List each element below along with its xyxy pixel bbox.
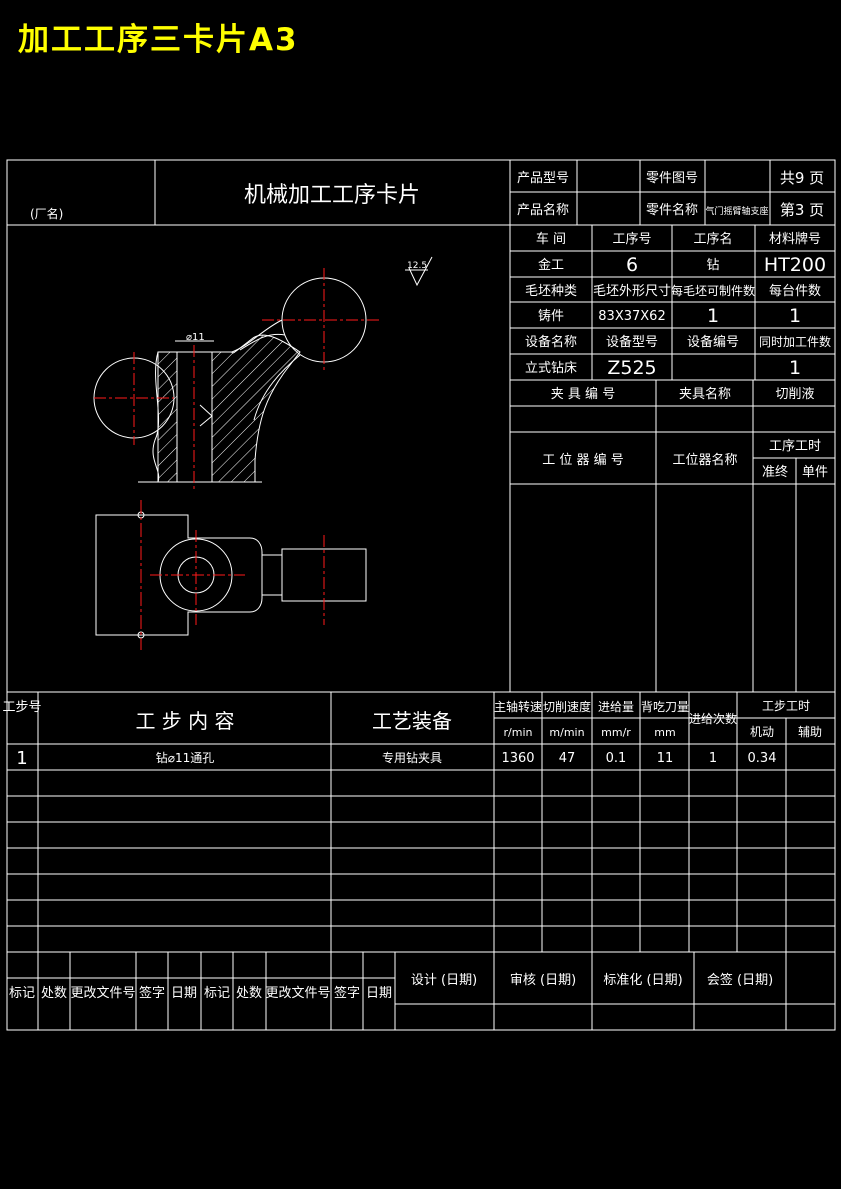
equipment-cell: 专用钻夹具 <box>382 750 442 765</box>
feed-cell: 0.1 <box>606 751 627 766</box>
equip-model-value: Z525 <box>607 357 656 379</box>
spindle-cell: 1360 <box>501 751 534 766</box>
machine-time-cell: 0.34 <box>748 751 777 766</box>
workshop-value: 金工 <box>538 257 564 273</box>
op-no-label: 工序号 <box>612 232 651 247</box>
equip-no-label: 设备编号 <box>687 334 739 350</box>
passes-cell: 1 <box>709 751 717 766</box>
blank-type-label: 毛坯种类 <box>525 284 577 299</box>
station-no-label: 工 位 器 编 号 <box>542 453 624 468</box>
op-name-value: 钻 <box>706 258 719 273</box>
product-name-label: 产品名称 <box>517 202 569 218</box>
top-view-center-lines <box>140 500 325 650</box>
op-name-label: 工序名 <box>693 231 732 247</box>
pieces-per-blank-label: 每毛坯可制件数 <box>671 283 755 298</box>
card-grid <box>6 159 836 1031</box>
station-name-label: 工位器名称 <box>672 452 737 468</box>
footer-count: 处数 <box>236 986 262 1001</box>
product-model-label: 产品型号 <box>517 171 569 186</box>
depth-cell: 11 <box>657 751 674 766</box>
fixture-name-label: 夹具名称 <box>679 386 731 402</box>
step-no-header: 工步号 <box>2 700 41 715</box>
cut-speed-unit: m/min <box>549 726 584 739</box>
material-label: 材料牌号 <box>769 231 821 247</box>
step-content-cell: 钻⌀11通孔 <box>156 750 215 765</box>
step-content-header: 工 步 内 容 <box>135 709 234 733</box>
passes-header: 进给次数 <box>689 711 737 726</box>
total-pages: 共9 页 <box>780 169 824 187</box>
material-value: HT200 <box>764 254 826 276</box>
cut-speed-cell: 47 <box>559 751 576 766</box>
aux-time-header: 辅助 <box>798 725 822 739</box>
step-no-cell: 1 <box>16 748 27 769</box>
step-time-header: 工步工时 <box>762 699 810 713</box>
machine-time-header: 机动 <box>750 725 774 739</box>
factory-name: (厂名) <box>30 206 63 221</box>
blank-size-label: 毛坯外形尺寸 <box>593 284 671 299</box>
section-center-lines <box>94 268 382 492</box>
footer-sign: 签字 <box>139 985 165 1001</box>
footer-mark: 标记 <box>204 986 230 1001</box>
equipment-header: 工艺装备 <box>372 709 452 733</box>
op-no-value: 6 <box>626 254 638 276</box>
card-title: 机械加工工序卡片 <box>244 183 420 208</box>
footer-design: 设计 (日期) <box>411 973 477 988</box>
footer-standard: 标准化 (日期) <box>603 973 682 988</box>
blank-type-value: 铸件 <box>538 308 564 324</box>
footer-change-doc: 更改文件号 <box>265 986 330 1001</box>
pieces-per-blank-value: 1 <box>707 305 719 327</box>
footer-sign: 签字 <box>334 985 360 1001</box>
depth-header: 背吃刀量 <box>641 700 689 714</box>
footer-countersign: 会签 (日期) <box>707 972 773 988</box>
op-time-label: 工序工时 <box>769 439 821 454</box>
footer-date: 日期 <box>171 986 197 1001</box>
workshop-label: 车 间 <box>536 231 566 247</box>
unit-time-label: 单件 <box>802 465 828 480</box>
part-drawing-no-label: 零件图号 <box>646 171 698 186</box>
page-number: 第3 页 <box>780 201 824 219</box>
footer-count: 处数 <box>41 986 67 1001</box>
coolant-label: 切削液 <box>775 387 814 402</box>
simul-parts-value: 1 <box>789 357 801 379</box>
cut-speed-header: 切削速度 <box>543 699 591 714</box>
spindle-speed-header: 主轴转速 <box>494 699 542 714</box>
depth-unit: mm <box>654 726 675 739</box>
feed-header: 进给量 <box>598 700 634 714</box>
equip-name-label: 设备名称 <box>525 334 577 350</box>
footer-review: 审核 (日期) <box>510 973 576 988</box>
page-title: 加工工序三卡片A3 <box>18 22 299 58</box>
diameter-dimension: ⌀11 <box>186 332 205 343</box>
equip-name-value: 立式钻床 <box>525 361 577 376</box>
part-name-value: 气门摇臂轴支座 <box>705 205 768 217</box>
pieces-per-unit-label: 每台件数 <box>769 283 821 299</box>
blank-size-value: 83X37X62 <box>598 309 665 324</box>
roughness-symbol: 12.5 <box>407 261 427 271</box>
footer-date: 日期 <box>366 986 392 1001</box>
table-row: 1 钻⌀11通孔 专用钻夹具 1360 47 0.1 11 1 0.34 <box>16 748 776 769</box>
footer-block: 标记 处数 更改文件号 签字 日期 标记 处数 更改文件号 签字 日期 设计 (… <box>9 972 773 1001</box>
footer-mark: 标记 <box>9 986 35 1001</box>
fixture-no-label: 夹 具 编 号 <box>551 387 615 402</box>
footer-change-doc: 更改文件号 <box>70 986 135 1001</box>
section-view <box>93 256 433 483</box>
spindle-speed-unit: r/min <box>504 726 533 739</box>
part-drawing: ⌀11 12.5 <box>93 256 433 650</box>
prep-time-label: 准终 <box>762 464 788 480</box>
equip-model-label: 设备型号 <box>606 334 658 350</box>
feed-unit: mm/r <box>601 726 631 739</box>
simul-parts-label: 同时加工件数 <box>759 334 831 349</box>
part-name-label: 零件名称 <box>646 202 698 218</box>
pieces-per-unit-value: 1 <box>789 305 801 327</box>
